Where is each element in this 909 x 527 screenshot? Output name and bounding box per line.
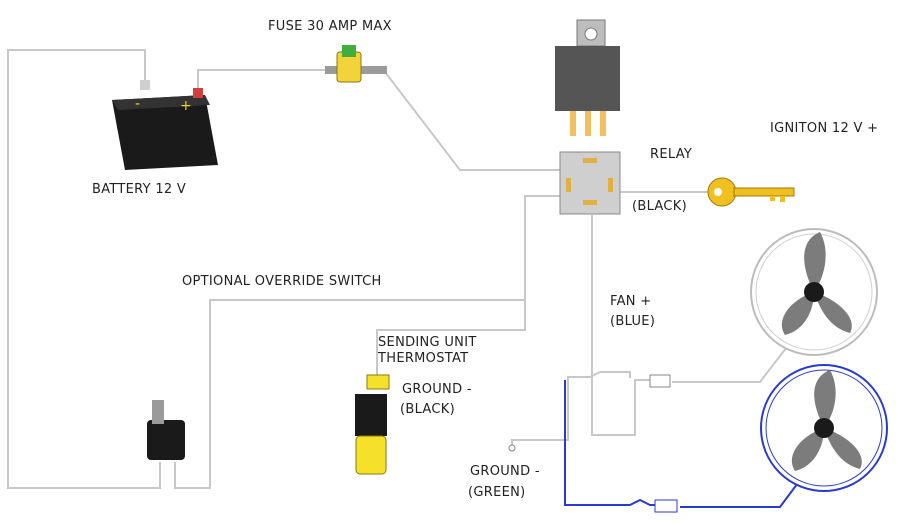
ground-green-label-2: (GREEN) bbox=[468, 485, 526, 500]
sending-unit-label-1: SENDING UNIT bbox=[378, 335, 477, 350]
wire-battery-to-fuse bbox=[197, 69, 325, 92]
wire-relay-fan bbox=[591, 215, 650, 436]
ignition-key-icon bbox=[707, 177, 795, 207]
ignition-label: IGNITON 12 V + bbox=[770, 121, 878, 136]
wire-fan-blue bbox=[564, 380, 655, 506]
battery-negative-terminal: - bbox=[135, 96, 140, 112]
fan-icon bbox=[750, 228, 878, 356]
wire-fuse-to-relay bbox=[384, 71, 565, 171]
relay-black-label: (BLACK) bbox=[632, 199, 687, 214]
override-label: OPTIONAL OVERRIDE SWITCH bbox=[182, 274, 382, 289]
thermostat-sensor-icon bbox=[355, 374, 390, 475]
fan-icon bbox=[760, 364, 888, 492]
battery-icon: - + bbox=[112, 80, 218, 170]
sending-unit-label-2: THERMOSTAT bbox=[377, 351, 468, 366]
relay-socket-icon bbox=[559, 151, 621, 215]
ground-black-label-2: (BLACK) bbox=[400, 402, 455, 417]
wire-relay-to-thermostat bbox=[376, 300, 526, 375]
fuse-icon bbox=[325, 45, 387, 83]
ground-black-label-1: GROUND - bbox=[402, 382, 472, 397]
relay-label: RELAY bbox=[650, 147, 692, 162]
wires bbox=[7, 49, 801, 489]
relay-icon bbox=[555, 19, 620, 136]
ground-green-label-1: GROUND - bbox=[470, 464, 540, 479]
wire-battery-negative bbox=[7, 49, 161, 489]
fan1-connector bbox=[649, 374, 671, 388]
toggle-switch-icon bbox=[147, 400, 185, 460]
ground-eyelet bbox=[508, 444, 516, 452]
wire-relay-to-sender bbox=[174, 195, 570, 489]
fuse-label: FUSE 30 AMP MAX bbox=[268, 19, 392, 34]
battery-label: BATTERY 12 V bbox=[92, 182, 186, 197]
fan2-connector bbox=[654, 499, 678, 513]
battery-positive-terminal: + bbox=[180, 98, 192, 114]
fan-plus-label-2: (BLUE) bbox=[610, 314, 655, 329]
wire-ground-green-2 bbox=[600, 371, 631, 378]
wire-ground-green bbox=[511, 371, 601, 445]
fan-plus-label-1: FAN + bbox=[610, 294, 651, 309]
